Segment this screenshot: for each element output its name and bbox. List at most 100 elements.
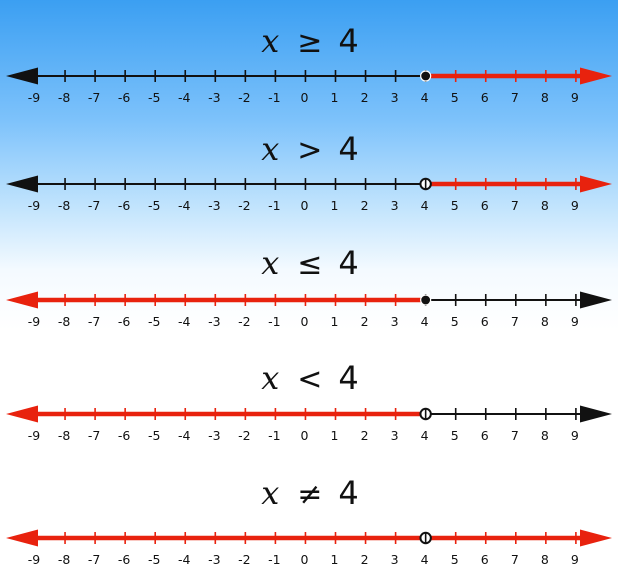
greater-than-symbol: > [297, 133, 322, 168]
tick-label: -4 [178, 314, 191, 329]
inequality-title: x >4 [261, 130, 359, 168]
tick-label: 9 [571, 314, 579, 329]
tick-label: 3 [391, 552, 399, 567]
tick-label: -4 [178, 428, 191, 443]
tick-label: 6 [481, 314, 489, 329]
tick-label: 1 [331, 198, 339, 213]
tick-label: -2 [238, 428, 250, 443]
tick-label: -9 [28, 198, 41, 213]
tick-label: 0 [300, 198, 308, 213]
tick-label: -7 [88, 428, 100, 443]
tick-label: 1 [331, 90, 339, 105]
tick-label: -9 [28, 314, 41, 329]
tick-label: 7 [511, 428, 519, 443]
tick-label: 2 [361, 428, 369, 443]
tick-label: -5 [148, 552, 160, 567]
arrowhead-left-icon [6, 175, 38, 193]
tick-label: 6 [481, 552, 489, 567]
tick-label: 7 [511, 90, 519, 105]
tick-label: -6 [118, 90, 131, 105]
tick-label: -3 [208, 314, 220, 329]
tick-label: -6 [118, 314, 131, 329]
tick-label: 1 [331, 428, 339, 443]
tick-label: -3 [208, 90, 220, 105]
tick-label: 5 [451, 198, 459, 213]
tick-label: -1 [268, 428, 280, 443]
arrowhead-right-icon [580, 67, 612, 85]
arrowhead-left-icon [6, 529, 38, 547]
not-equal-symbol: ≠ [297, 477, 322, 512]
tick-label: -2 [238, 90, 250, 105]
tick-label: 8 [541, 90, 549, 105]
tick-label: -1 [268, 90, 280, 105]
tick-label: 7 [511, 198, 519, 213]
tick-label: -5 [148, 428, 160, 443]
variable-label: x [261, 359, 279, 397]
tick-label: -9 [28, 428, 41, 443]
greater-or-equal-symbol: ≥ [297, 25, 322, 60]
tick-label: -4 [178, 90, 191, 105]
tick-label: -7 [88, 90, 100, 105]
variable-label: x [261, 130, 279, 168]
tick-label: 4 [421, 198, 429, 213]
arrowhead-left-icon [6, 67, 38, 85]
tick-label: -7 [88, 552, 100, 567]
tick-label: 2 [361, 552, 369, 567]
tick-label: 6 [481, 428, 489, 443]
arrowhead-right-icon [580, 291, 612, 309]
tick-label: 6 [481, 90, 489, 105]
tick-label: 6 [481, 198, 489, 213]
tick-label: -6 [118, 198, 131, 213]
arrowhead-right-icon [580, 405, 612, 423]
tick-label: 2 [361, 314, 369, 329]
inequality-title: x ≠ 4 [261, 474, 359, 512]
tick-label: 7 [511, 552, 519, 567]
tick-label: -4 [178, 552, 191, 567]
tick-label: -5 [148, 314, 160, 329]
tick-label: 4 [421, 428, 429, 443]
tick-label: 8 [541, 314, 549, 329]
boundary-value-label: 4 [338, 22, 358, 60]
tick-label: 8 [541, 552, 549, 567]
tick-label: 5 [451, 90, 459, 105]
tick-label: 9 [571, 428, 579, 443]
tick-label: 1 [331, 552, 339, 567]
tick-label: 4 [421, 90, 429, 105]
inequality-title: x≤4 [261, 244, 359, 282]
tick-label: -4 [178, 198, 191, 213]
variable-label: x [261, 474, 279, 512]
tick-label: -2 [238, 552, 250, 567]
less-or-equal-symbol: ≤ [297, 247, 322, 282]
tick-label: -7 [88, 314, 100, 329]
tick-label: 2 [361, 90, 369, 105]
tick-label: -9 [28, 552, 41, 567]
tick-label: 7 [511, 314, 519, 329]
arrowhead-right-icon [580, 175, 612, 193]
tick-label: 9 [571, 552, 579, 567]
tick-label: -1 [268, 552, 280, 567]
boundary-value-label: 4 [338, 474, 358, 512]
tick-label: -8 [58, 198, 71, 213]
tick-label: 3 [391, 90, 399, 105]
tick-label: -8 [58, 90, 71, 105]
boundary-value-label: 4 [338, 244, 358, 282]
tick-label: -5 [148, 198, 160, 213]
tick-label: 9 [571, 198, 579, 213]
inequality-title: x≥4 [261, 22, 359, 60]
tick-label: 3 [391, 428, 399, 443]
tick-label: -6 [118, 552, 131, 567]
tick-label: 4 [421, 552, 429, 567]
tick-label: -1 [268, 314, 280, 329]
tick-label: 5 [451, 314, 459, 329]
tick-label: 2 [361, 198, 369, 213]
tick-label: -8 [58, 552, 71, 567]
boundary-value-label: 4 [338, 130, 358, 168]
tick-label: 3 [391, 198, 399, 213]
tick-label: -7 [88, 198, 100, 213]
tick-label: 0 [300, 314, 308, 329]
